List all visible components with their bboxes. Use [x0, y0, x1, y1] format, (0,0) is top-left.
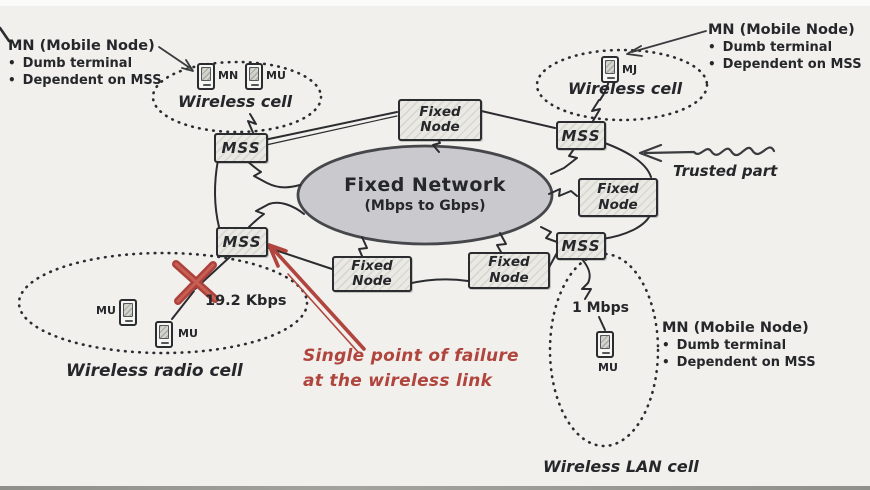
arrow-annotation-top-left — [158, 46, 194, 72]
fixed-node-box-top: Fixed Node — [398, 99, 482, 141]
mss-label: MSS — [222, 233, 262, 251]
fixed-network-subtitle: (Mbps to Gbps) — [364, 198, 486, 214]
fixed-network-ellipse — [296, 144, 554, 246]
link-cell-tl-mss — [247, 113, 257, 136]
device-label: MU — [178, 327, 198, 340]
device-label: MU — [598, 361, 618, 374]
link-mss-tl-network — [245, 159, 301, 189]
wireless-lan-cell-label: Wireless LAN cell — [543, 457, 699, 476]
link-fixednode-top-mss-tr — [476, 109, 556, 129]
mobile-phone-icon — [245, 63, 263, 90]
fixed-node-label: Fixed — [351, 257, 393, 274]
device-label: MU — [266, 69, 286, 82]
wireless-radio-cell-boundary — [17, 251, 309, 355]
mobile-phone-icon — [197, 63, 215, 90]
trusted-part-label: Trusted part — [673, 162, 778, 180]
mobile-phone-icon — [596, 331, 614, 358]
trusted-part-arrow — [638, 143, 776, 163]
wireless-lan-cell-boundary — [548, 252, 660, 448]
wireless-radio-cell-label: Wireless radio cell — [66, 361, 243, 381]
link-mss-bl-network — [248, 201, 305, 228]
mss-label: MSS — [221, 139, 261, 157]
mss-box-top-right: MSS — [556, 121, 606, 150]
fixed-network-title: Fixed Network — [344, 174, 506, 196]
link-fixednode-bc-network — [496, 232, 507, 253]
bottom-edge-strip — [0, 486, 870, 490]
fixed-node-label: Fixed — [419, 103, 461, 120]
link-mss-tl-mss-bl — [214, 159, 220, 228]
fixed-node-label: Fixed — [597, 181, 639, 198]
link-mss-br-lan-cell — [580, 257, 592, 300]
wireless-cell-top-left-label: Wireless cell — [178, 92, 293, 111]
link-network-fixednode-right — [548, 188, 578, 197]
annotation-title: MN (Mobile Node) — [8, 38, 155, 54]
link-fixednode-bl-bc — [406, 278, 469, 285]
device-label: MJ — [622, 63, 638, 76]
mobile-phone-icon — [155, 321, 173, 348]
lan-cell-rate: 1 Mbps — [572, 300, 629, 316]
link-mss-tr-network — [550, 145, 578, 175]
arrow-annotation-top-right — [626, 30, 707, 57]
wireless-cell-top-right-label: Wireless cell — [568, 79, 683, 98]
fixed-node-box-right: Fixed Node — [578, 178, 658, 217]
mss-label: MSS — [561, 126, 601, 145]
wireless-link-lower — [171, 290, 195, 320]
device-label: MU — [96, 304, 116, 317]
mobile-node-annotation-top-left: MN (Mobile Node) •Dumb terminal •Depende… — [8, 38, 162, 88]
mss-box-bottom-left: MSS — [216, 227, 268, 257]
mss-box-top-left: MSS — [214, 133, 268, 163]
fixed-node-label: Fixed — [488, 254, 530, 271]
fixed-node-box-bottom-center: Fixed Node — [468, 252, 550, 289]
radio-cell-rate: 19.2 Kbps — [205, 293, 287, 309]
wireless-cell-top-left-boundary — [151, 60, 323, 134]
mobile-phone-icon — [601, 56, 619, 83]
fixed-node-box-bottom-left: Fixed Node — [332, 256, 412, 292]
trusted-bracket-upper — [601, 141, 652, 178]
mobile-node-annotation-bottom-right: MN (Mobile Node) •Dumb terminal •Depende… — [662, 320, 816, 370]
stem-rate-phone-lan — [598, 316, 606, 331]
failure-arrow-shaft — [272, 248, 366, 351]
link-fixednode-bl-network — [358, 236, 368, 257]
mss-box-bottom-right: MSS — [556, 232, 606, 260]
fixed-network-label: Fixed Network (Mbps to Gbps) — [300, 174, 550, 214]
link-network-mss-br — [540, 226, 558, 243]
mobile-phone-icon — [119, 299, 137, 326]
link-cell-tr-mss — [591, 99, 601, 122]
single-point-of-failure-note: Single point of failure at the wireless … — [303, 346, 519, 391]
edge-mark — [0, 26, 11, 43]
mobile-node-annotation-top-right: MN (Mobile Node) •Dumb terminal •Depende… — [708, 22, 862, 72]
link-mss-tl-fixednode-top — [263, 111, 398, 141]
failure-arrow-head — [267, 243, 288, 268]
mss-label: MSS — [561, 237, 601, 255]
annotation-title: MN (Mobile Node) — [662, 320, 809, 336]
wireless-cell-top-right-boundary — [535, 48, 709, 122]
annotation-title: MN (Mobile Node) — [708, 22, 855, 38]
top-edge-strip — [0, 0, 870, 6]
device-label: MN — [218, 69, 239, 82]
